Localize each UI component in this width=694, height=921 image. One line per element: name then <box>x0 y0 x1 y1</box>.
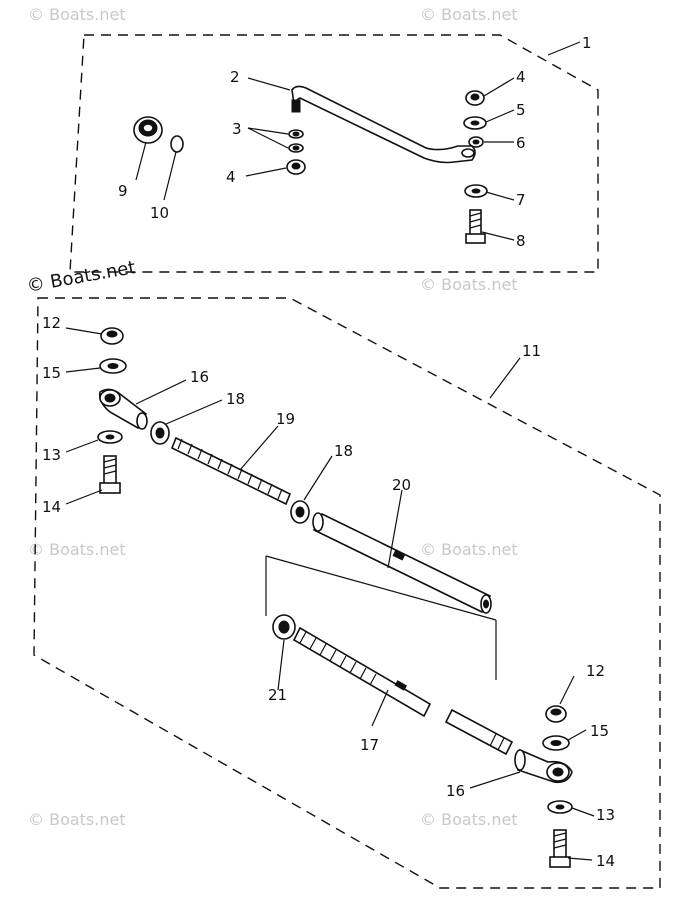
callout-12-top: 12 <box>42 314 61 332</box>
part-15-washer-top <box>99 358 127 374</box>
callout-9: 9 <box>118 182 128 200</box>
callout-3: 3 <box>232 120 242 138</box>
watermark-bottom-right: © Boats.net <box>420 810 518 829</box>
assembly-1-boundary <box>69 34 599 273</box>
part-13-washer-bottom <box>547 800 573 814</box>
part-12-nut-top <box>100 327 124 345</box>
part-18-nut-top <box>150 421 170 445</box>
watermark-bottom-left: © Boats.net <box>28 810 126 829</box>
callout-18-top: 18 <box>226 390 245 408</box>
assembly-11-leaders <box>65 327 595 861</box>
part-15-washer-bottom <box>542 735 570 751</box>
callout-15-bottom: 15 <box>590 722 609 740</box>
part-4-nut-left <box>286 159 306 175</box>
callout-16-top: 16 <box>190 368 209 386</box>
callout-18-mid: 18 <box>334 442 353 460</box>
part-20-tube <box>312 512 492 614</box>
part-21-nut <box>272 614 296 640</box>
part-17-shaft <box>292 626 514 756</box>
part-10-ring <box>170 135 184 153</box>
callout-10: 10 <box>150 204 169 222</box>
callout-6: 6 <box>516 134 526 152</box>
watermark-mid-right-2: © Boats.net <box>420 540 518 559</box>
part-14-bolt-bottom <box>549 829 571 868</box>
callout-5: 5 <box>516 101 526 119</box>
callout-15-top: 15 <box>42 364 61 382</box>
part-4-nut-right <box>465 90 485 106</box>
part-6-bushing <box>468 136 484 148</box>
callout-14-top: 14 <box>42 498 61 516</box>
callout-7: 7 <box>516 191 526 209</box>
part-16-rod-end-bottom <box>514 748 573 784</box>
part-8-bolt <box>465 209 486 244</box>
callout-14-bottom: 14 <box>596 852 615 870</box>
callout-21: 21 <box>268 686 287 704</box>
part-5-washer <box>463 116 487 130</box>
watermarks: © Boats.net © Boats.net © Boats.net © Bo… <box>28 5 518 829</box>
part-2-link <box>291 85 476 164</box>
callout-16-bottom: 16 <box>446 782 465 800</box>
subassembly-bracket <box>265 555 497 680</box>
callout-4-right: 4 <box>516 68 526 86</box>
part-9-nut <box>133 116 163 144</box>
assembly-1-leaders <box>135 41 581 241</box>
assembly-11-boundary <box>33 297 661 889</box>
callout-4-left: 4 <box>226 168 236 186</box>
callout-19: 19 <box>276 410 295 428</box>
watermark-top-right: © Boats.net <box>420 5 518 24</box>
part-18-nut-mid <box>290 500 310 524</box>
part-7-washer <box>464 184 488 198</box>
part-14-bolt-top <box>99 455 121 494</box>
watermark-mid-right-1: © Boats.net <box>420 275 518 294</box>
watermark-mid-left: © Boats.net <box>28 540 126 559</box>
watermark-overlay: © Boats.net <box>25 257 137 297</box>
part-3-washers <box>288 129 304 153</box>
callout-17: 17 <box>360 736 379 754</box>
part-19-threaded-rod <box>170 436 292 506</box>
part-12-nut-bottom <box>545 705 567 723</box>
watermark-top-left: © Boats.net <box>28 5 126 24</box>
callouts: 1 2 3 4 4 5 6 7 8 9 10 11 12 12 13 13 14… <box>42 34 615 870</box>
callout-8: 8 <box>516 232 526 250</box>
part-13-washer-top <box>97 430 123 444</box>
callout-12-bottom: 12 <box>586 662 605 680</box>
callout-20: 20 <box>392 476 411 494</box>
part-16-rod-end-top <box>98 388 148 430</box>
callout-11: 11 <box>522 342 541 360</box>
callout-13-bottom: 13 <box>596 806 615 824</box>
callout-13-top: 13 <box>42 446 61 464</box>
callout-2: 2 <box>230 68 240 86</box>
callout-1: 1 <box>582 34 592 52</box>
